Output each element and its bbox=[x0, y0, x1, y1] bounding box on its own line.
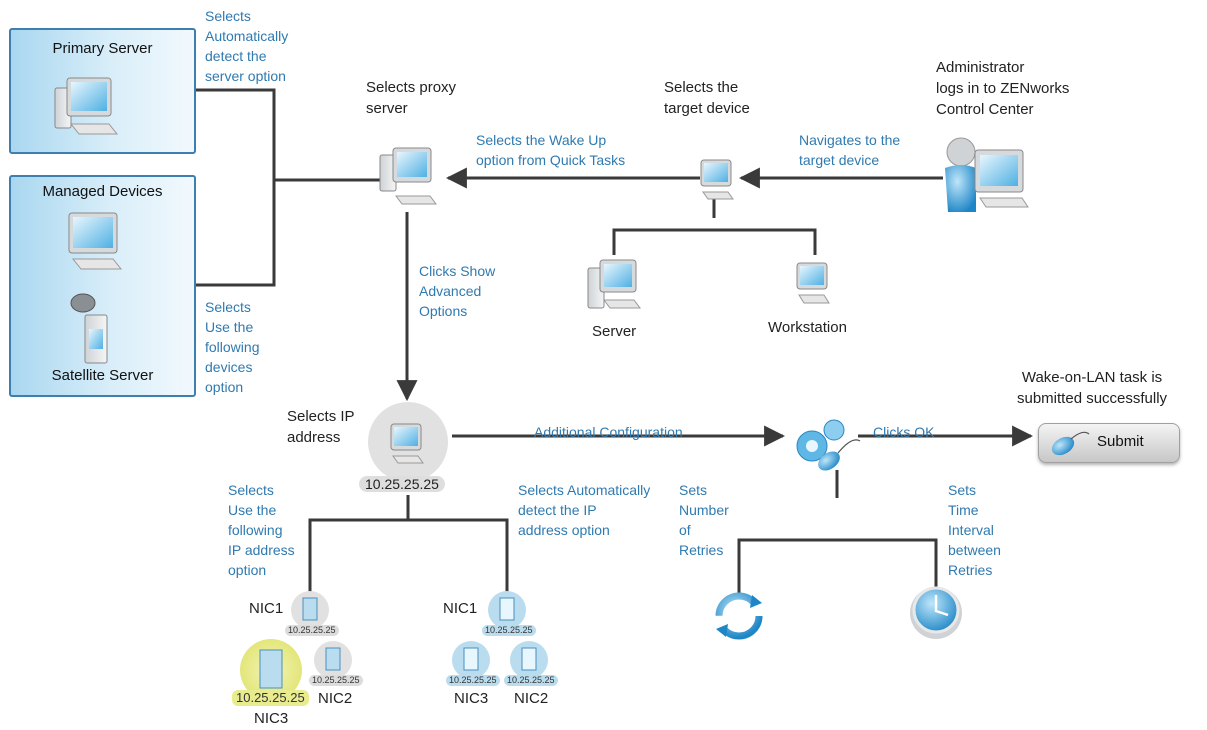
wol-submitted-label: Wake-on-LAN task is submitted successful… bbox=[1017, 369, 1168, 407]
show-advanced-label: Clicks Show Advanced Options bbox=[419, 263, 496, 319]
auto-detect-ip-label: Selects Automatically detect the IP addr… bbox=[518, 482, 651, 538]
nic3-left-icon bbox=[240, 639, 302, 701]
admin-login-label: Administrator logs in to ZENworks Contro… bbox=[936, 59, 1070, 118]
set-interval-label: Sets Time Interval between Retries bbox=[948, 482, 1001, 578]
configuration-gear-icon bbox=[796, 419, 861, 471]
selects-target-label: Selects the target device bbox=[664, 79, 750, 117]
administrator-icon bbox=[945, 137, 1029, 212]
target-device-icon bbox=[700, 159, 734, 200]
nic1-left-ip: 10.25.25.25 bbox=[285, 625, 339, 636]
connector-lines bbox=[194, 88, 1034, 595]
server-label: Server bbox=[592, 323, 637, 340]
nic1-right-icon bbox=[488, 591, 526, 629]
time-interval-clock-icon bbox=[910, 586, 962, 639]
nic1-left-label: NIC1 bbox=[249, 600, 284, 617]
nic1-right-label: NIC1 bbox=[443, 600, 478, 617]
selects-ip-label: Selects IP address bbox=[287, 408, 355, 446]
wake-up-option-label: Selects the Wake Up option from Quick Ta… bbox=[476, 132, 626, 168]
nic-icons bbox=[240, 591, 548, 701]
additional-config-label: Additional Configuration bbox=[534, 424, 683, 440]
nic3-right-ip: 10.25.25.25 bbox=[446, 675, 500, 686]
ip-device-icon bbox=[368, 402, 448, 482]
satellite-server-icon bbox=[70, 293, 108, 364]
nic2-right-label: NIC2 bbox=[514, 690, 549, 707]
mouse-icon bbox=[1051, 431, 1090, 456]
nic1-right-ip: 10.25.25.25 bbox=[482, 625, 536, 636]
proxy-server-icon bbox=[379, 147, 437, 205]
clicks-ok-label: Clicks OK bbox=[873, 424, 935, 440]
auto-detect-server-label: Selects Automatically detect the server … bbox=[205, 8, 289, 84]
primary-server-icon bbox=[54, 77, 119, 135]
selects-proxy-label: Selects proxy server bbox=[366, 79, 457, 117]
nic2-left-label: NIC2 bbox=[318, 690, 353, 707]
primary-server-box: Primary Server bbox=[9, 28, 196, 154]
nic2-right-icon bbox=[510, 641, 548, 679]
workstation-label: Workstation bbox=[768, 319, 847, 336]
use-following-devices-label: Selects Use the following devices option bbox=[205, 299, 260, 395]
nic3-left-label: NIC3 bbox=[254, 710, 289, 727]
use-following-ip-label: Selects Use the following IP address opt… bbox=[228, 482, 295, 578]
nic2-left-ip: 10.25.25.25 bbox=[309, 675, 363, 686]
managed-devices-label: Managed Devices bbox=[42, 183, 163, 200]
retries-refresh-icon bbox=[715, 592, 763, 640]
nic3-right-icon bbox=[452, 641, 490, 679]
nic1-left-icon bbox=[291, 591, 329, 629]
nic2-left-icon bbox=[314, 641, 352, 679]
submit-label: Submit bbox=[1097, 433, 1144, 450]
managed-devices-box: Managed Devices Satellite Server bbox=[9, 175, 196, 397]
nic3-right-label: NIC3 bbox=[454, 690, 489, 707]
nic2-right-ip: 10.25.25.25 bbox=[504, 675, 558, 686]
satellite-server-label: Satellite Server bbox=[51, 367, 154, 384]
set-retries-label: Sets Number of Retries bbox=[679, 482, 729, 558]
primary-server-label: Primary Server bbox=[52, 40, 153, 57]
nic3-left-ip-selected: 10.25.25.25 bbox=[232, 690, 309, 706]
server-icon bbox=[587, 259, 641, 309]
workstation-icon bbox=[796, 262, 830, 304]
managed-device-icon bbox=[68, 212, 123, 270]
submit-button[interactable]: Submit bbox=[1038, 423, 1180, 463]
navigates-target-label: Navigates to the target device bbox=[799, 132, 901, 168]
ip-address-badge: 10.25.25.25 bbox=[359, 476, 445, 492]
